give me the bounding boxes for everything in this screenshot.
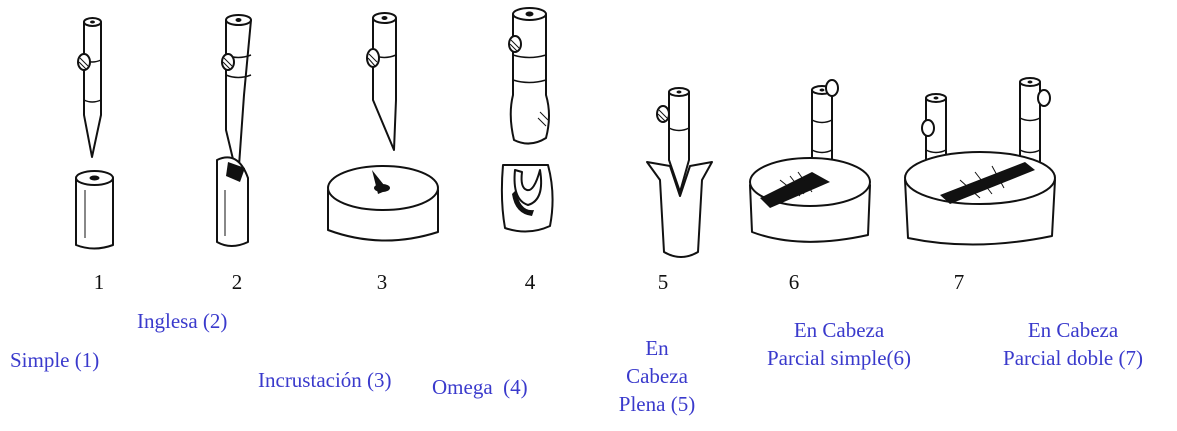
rootstock [328,166,438,241]
figure-number-6: 6 [779,270,809,295]
figure-number-3: 3 [367,270,397,295]
figure-number-4: 4 [515,270,545,295]
rootstock [217,157,248,246]
rootstock [750,158,870,242]
label-simple-line-1: Simple (1) [10,346,99,374]
graft-6-parcial-simple [750,80,870,242]
rootstock [905,152,1055,245]
graft-3-incrustacion [328,13,438,241]
label-plena-line-1: En [596,334,718,362]
label-parcial-simple-line-1: En Cabeza [740,316,938,344]
graft-2-inglesa [217,15,251,246]
figure-number-1: 1 [84,270,114,295]
label-simple: Simple (1) [10,346,99,374]
figure-number-7: 7 [944,270,974,295]
label-en-cabeza-parcial-simple: En Cabeza Parcial simple(6) [740,316,938,372]
label-en-cabeza-plena: En Cabeza Plena (5) [596,334,718,418]
rootstock [76,171,113,249]
figure-number-2: 2 [222,270,252,295]
scion [509,8,549,144]
label-en-cabeza-parcial-doble: En Cabeza Parcial doble (7) [976,316,1170,372]
label-incrustacion: Incrustación (3) [258,366,392,394]
label-parcial-doble-line-2: Parcial doble (7) [976,344,1170,372]
graft-4-omega [502,8,553,232]
label-parcial-doble-line-1: En Cabeza [976,316,1170,344]
label-parcial-simple-line-2: Parcial simple(6) [740,344,938,372]
label-inglesa: Inglesa (2) [137,307,227,335]
graft-7-parcial-doble [905,78,1055,245]
scion [78,18,101,157]
label-plena-line-2: Cabeza [596,362,718,390]
label-plena-line-3: Plena (5) [596,390,718,418]
figure-number-5: 5 [648,270,678,295]
rootstock [502,165,553,232]
graft-5-plena [647,88,712,257]
label-incrustacion-line-1: Incrustación (3) [258,366,392,394]
scion [222,15,251,180]
scion [367,13,396,150]
label-omega-line-1: Omega (4) [432,373,528,401]
graft-1-simple [76,18,113,249]
label-inglesa-line-1: Inglesa (2) [137,307,227,335]
label-omega: Omega (4) [432,317,528,429]
